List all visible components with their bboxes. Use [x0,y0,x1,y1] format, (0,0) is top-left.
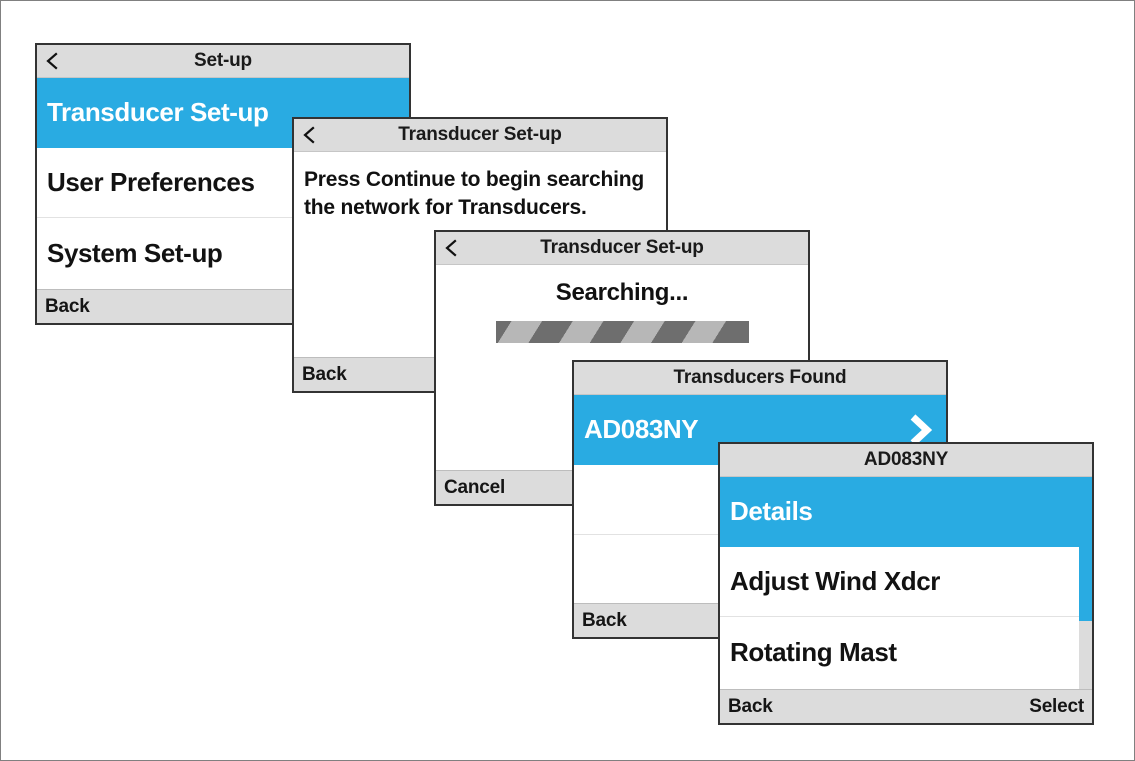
back-button[interactable]: Back [582,609,627,631]
panel-device-menu: AD083NY Details Adjust Wind Xdcr Rotatin… [718,442,1094,725]
back-button[interactable]: Back [302,363,347,385]
panel-device-menu-list: Details Adjust Wind Xdcr Rotating Mast [720,477,1092,689]
list-item-label: Details [730,496,813,526]
panel-transducer-intro-content: Press Continue to begin searching the ne… [294,152,666,357]
chevron-left-icon[interactable] [45,52,59,70]
list-item-label: Transducer Set-up [47,97,269,127]
panel-transducer-intro-title: Transducer Set-up [398,124,562,145]
list-item-label: User Preferences [47,167,255,197]
panel-device-menu-body: Details Adjust Wind Xdcr Rotating Mast B… [720,477,1092,723]
list-item-label: Rotating Mast [730,636,897,667]
scrollbar-thumb[interactable] [1079,477,1092,622]
cancel-button[interactable]: Cancel [444,476,506,498]
panel-transducers-found-title: Transducers Found [673,367,847,388]
chevron-right-icon[interactable] [904,413,936,447]
panel-transducer-intro-titlebar: Transducer Set-up [294,119,666,152]
panel-device-menu-titlebar: AD083NY [720,444,1092,477]
panel-setup-title: Set-up [194,50,252,71]
striped-progress-bar [495,321,749,343]
panel-device-menu-scrollbar[interactable] [1079,477,1092,689]
menu-item-adjust-wind-xdcr[interactable]: Adjust Wind Xdcr [720,547,1092,617]
select-button[interactable]: Select [1029,695,1084,717]
chevron-left-icon[interactable] [302,126,316,144]
panel-searching-content: Searching... [436,265,808,470]
menu-item-details[interactable]: Details [720,477,1092,547]
panel-transducers-found-titlebar: Transducers Found [574,362,946,395]
panel-device-menu-title: AD083NY [863,449,949,470]
menu-item-rotating-mast[interactable]: Rotating Mast [720,617,1092,687]
back-button[interactable]: Back [728,695,773,717]
list-item-label: Adjust Wind Xdcr [730,566,941,596]
status-text: Searching... [555,279,689,306]
panel-setup-titlebar: Set-up [37,45,409,78]
instruction-text: Press Continue to begin searching the ne… [304,168,644,219]
searching-block: Searching... [436,265,808,343]
chevron-left-icon[interactable] [444,239,458,257]
panel-searching-title: Transducer Set-up [540,237,704,258]
list-item-label: System Set-up [47,237,223,268]
back-button[interactable]: Back [45,295,90,317]
panel-searching-titlebar: Transducer Set-up [436,232,808,265]
panel-device-menu-softkeys: Back Select [720,689,1092,723]
list-item-label: AD083NY [584,414,699,444]
